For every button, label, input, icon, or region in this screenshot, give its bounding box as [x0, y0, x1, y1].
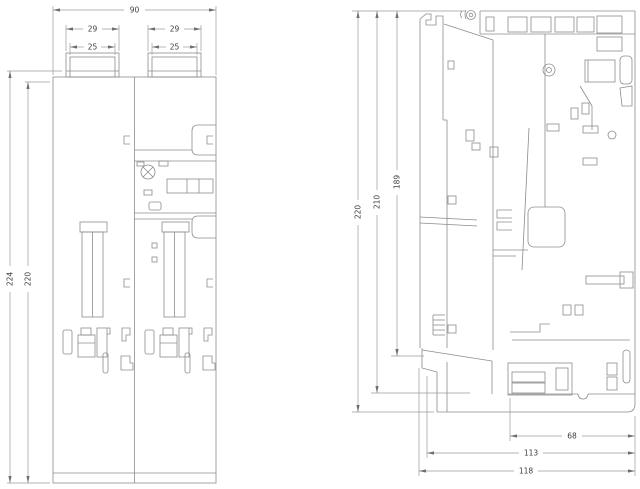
- dim-label-width-90: 90: [130, 6, 140, 15]
- dim-label-depth-118: 118: [519, 467, 534, 476]
- dim-label-29-right: 29: [170, 25, 180, 34]
- dim-label-29-left: 29: [88, 25, 98, 34]
- screw-symbol-side: [460, 9, 476, 20]
- mechanism-cluster-left: [62, 327, 134, 374]
- dim-label-25-left: 25: [88, 43, 98, 52]
- din-rail-area: [507, 349, 635, 400]
- side-clips: [123, 135, 213, 288]
- terminal-block-right: [147, 52, 202, 78]
- side-lower-left: [421, 348, 493, 412]
- din-clip-outline: [507, 362, 573, 396]
- rear-hook-profile: [419, 13, 444, 36]
- front-view: [52, 52, 217, 484]
- dim-label-side-210: 210: [373, 195, 382, 210]
- dim-label-depth-113: 113: [524, 449, 539, 458]
- handle-column-left: [79, 221, 108, 318]
- terminal-block-left: [65, 52, 120, 78]
- rounded-tab-lower: [191, 215, 216, 239]
- side-view-dimensions: 220 210 189 68 113 1: [352, 10, 636, 476]
- screw-symbol: [140, 164, 156, 180]
- handle-column-right: [161, 221, 190, 318]
- dim-label-height-224: 224: [6, 272, 15, 287]
- dim-label-side-189: 189: [393, 175, 402, 190]
- side-view: [419, 9, 636, 413]
- cover-diagonal: [443, 23, 494, 41]
- dim-label-side-220: 220: [354, 205, 363, 220]
- top-vent-band: [479, 10, 635, 52]
- dim-label-height-220: 220: [24, 272, 33, 287]
- dim-label-depth-68: 68: [567, 432, 577, 441]
- front-view-dimensions: 90 29 25 29 25: [6, 6, 217, 484]
- side-internal-lines: [419, 34, 634, 350]
- segment-row: [166, 178, 214, 194]
- dim-label-25-right: 25: [170, 43, 180, 52]
- mechanism-cluster-right: [144, 327, 216, 374]
- front-upper-details: [134, 124, 216, 263]
- side-outer-edge: [437, 11, 636, 413]
- rounded-tab-upper: [191, 124, 216, 156]
